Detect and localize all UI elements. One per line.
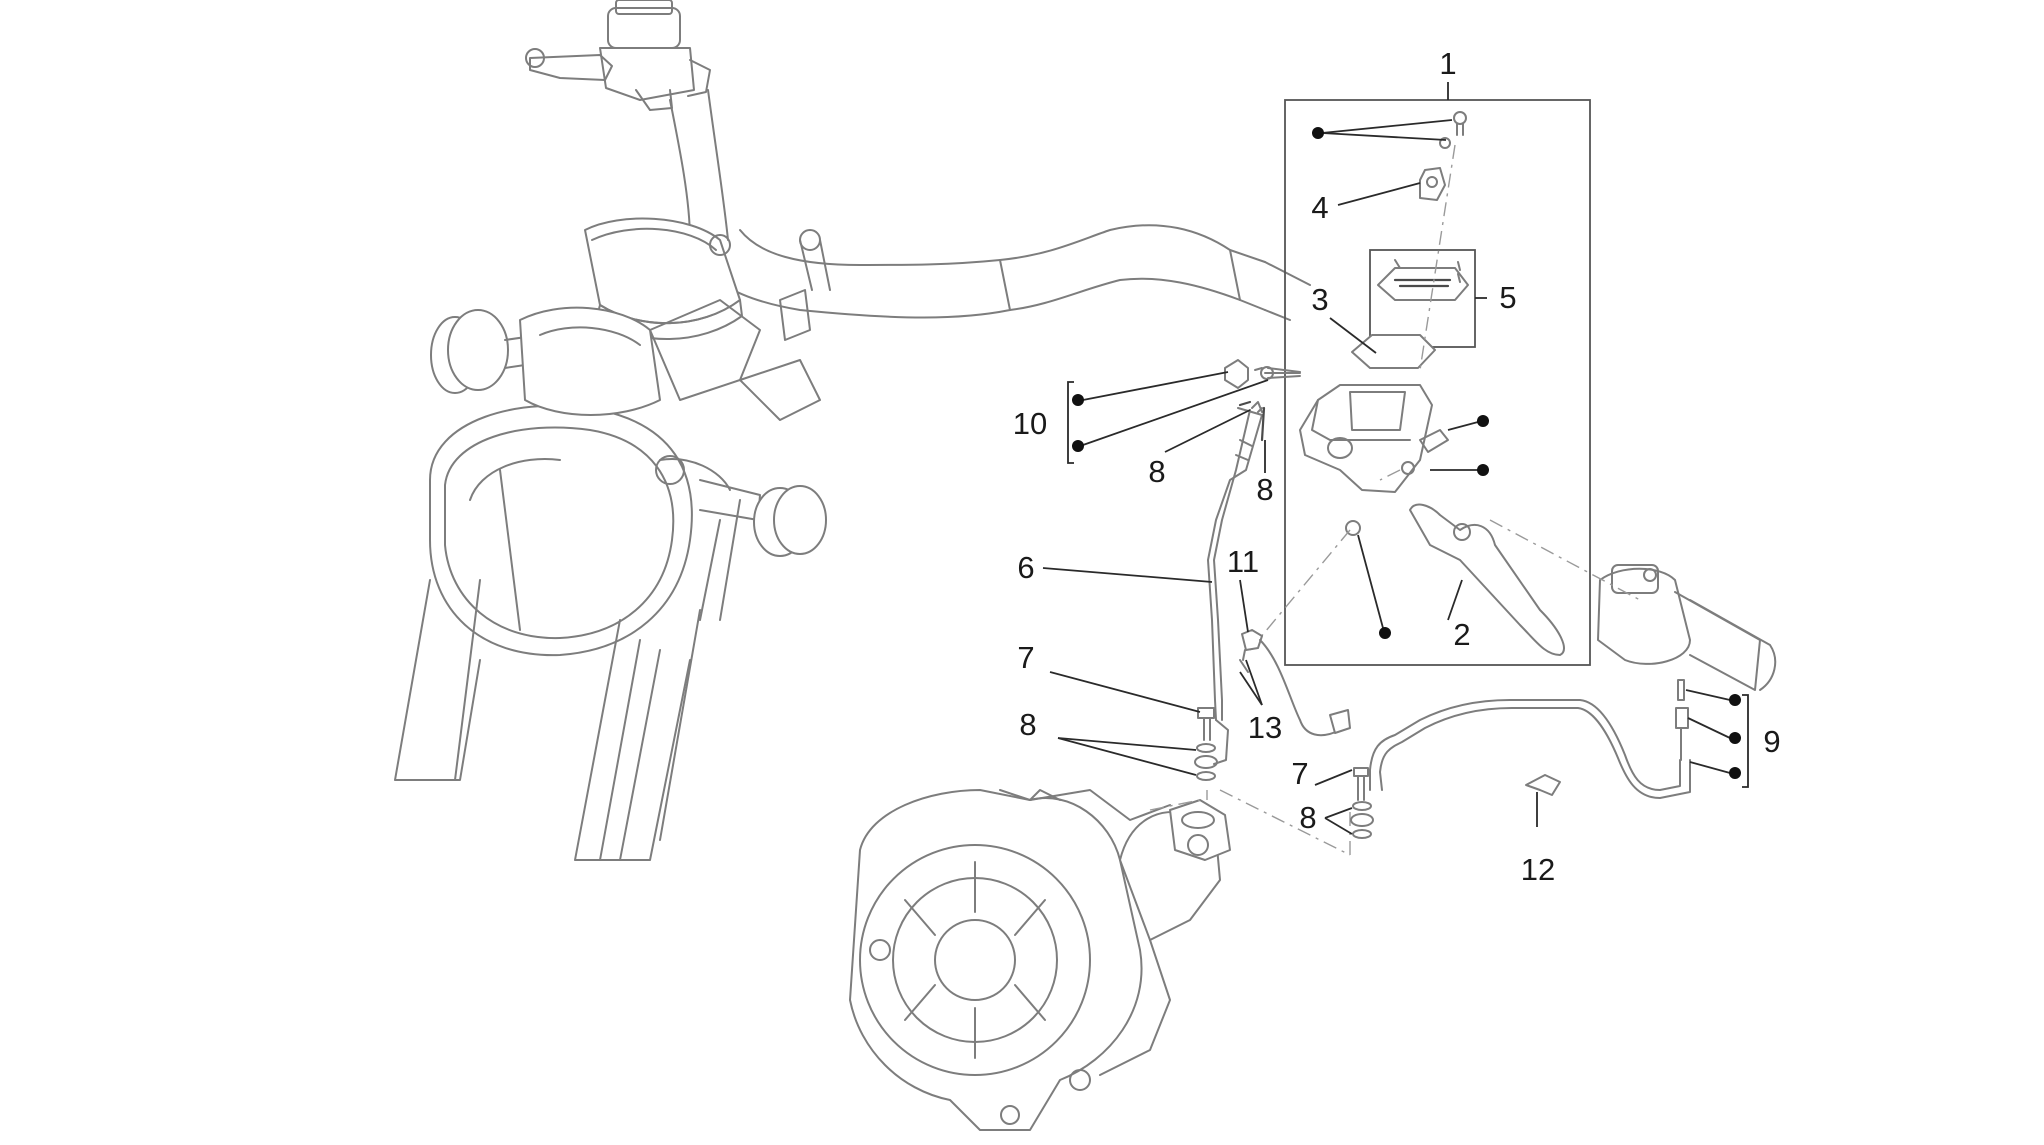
callout-labels: 1 2 3 4 5 6 7 8 8 7 8 8 9 10 11 12 13 — [1013, 46, 1781, 887]
callout-3: 3 — [1311, 282, 1328, 317]
callout-8-upper-left: 8 — [1148, 454, 1165, 489]
callout-11: 11 — [1227, 544, 1259, 579]
callout-13: 13 — [1248, 710, 1282, 745]
callout-7-right: 7 — [1291, 756, 1308, 791]
reference-dots — [1072, 127, 1741, 779]
callout-10: 10 — [1013, 406, 1047, 441]
callout-12: 12 — [1521, 852, 1555, 887]
handlebar-assembly-drawing — [394, 0, 1311, 861]
callout-9: 9 — [1763, 724, 1780, 759]
kit-box-1 — [1284, 99, 1591, 666]
callout-7-left: 7 — [1017, 640, 1034, 675]
callout-5: 5 — [1499, 280, 1516, 315]
right-grip-switch-drawing — [1597, 564, 1777, 691]
callout-1: 1 — [1439, 46, 1456, 81]
callout-8-right: 8 — [1299, 800, 1316, 835]
master-cylinder-kit — [1249, 99, 1641, 666]
hose-and-fittings-drawing — [1149, 359, 1691, 856]
callout-8-left: 8 — [1019, 707, 1036, 742]
engine-clutch-housing-drawing — [849, 789, 1231, 1131]
leader-lines — [1042, 82, 1749, 835]
callout-2: 2 — [1453, 617, 1470, 652]
callout-6: 6 — [1017, 550, 1034, 585]
callout-4: 4 — [1311, 190, 1328, 225]
callout-8-upper-right: 8 — [1256, 472, 1273, 507]
